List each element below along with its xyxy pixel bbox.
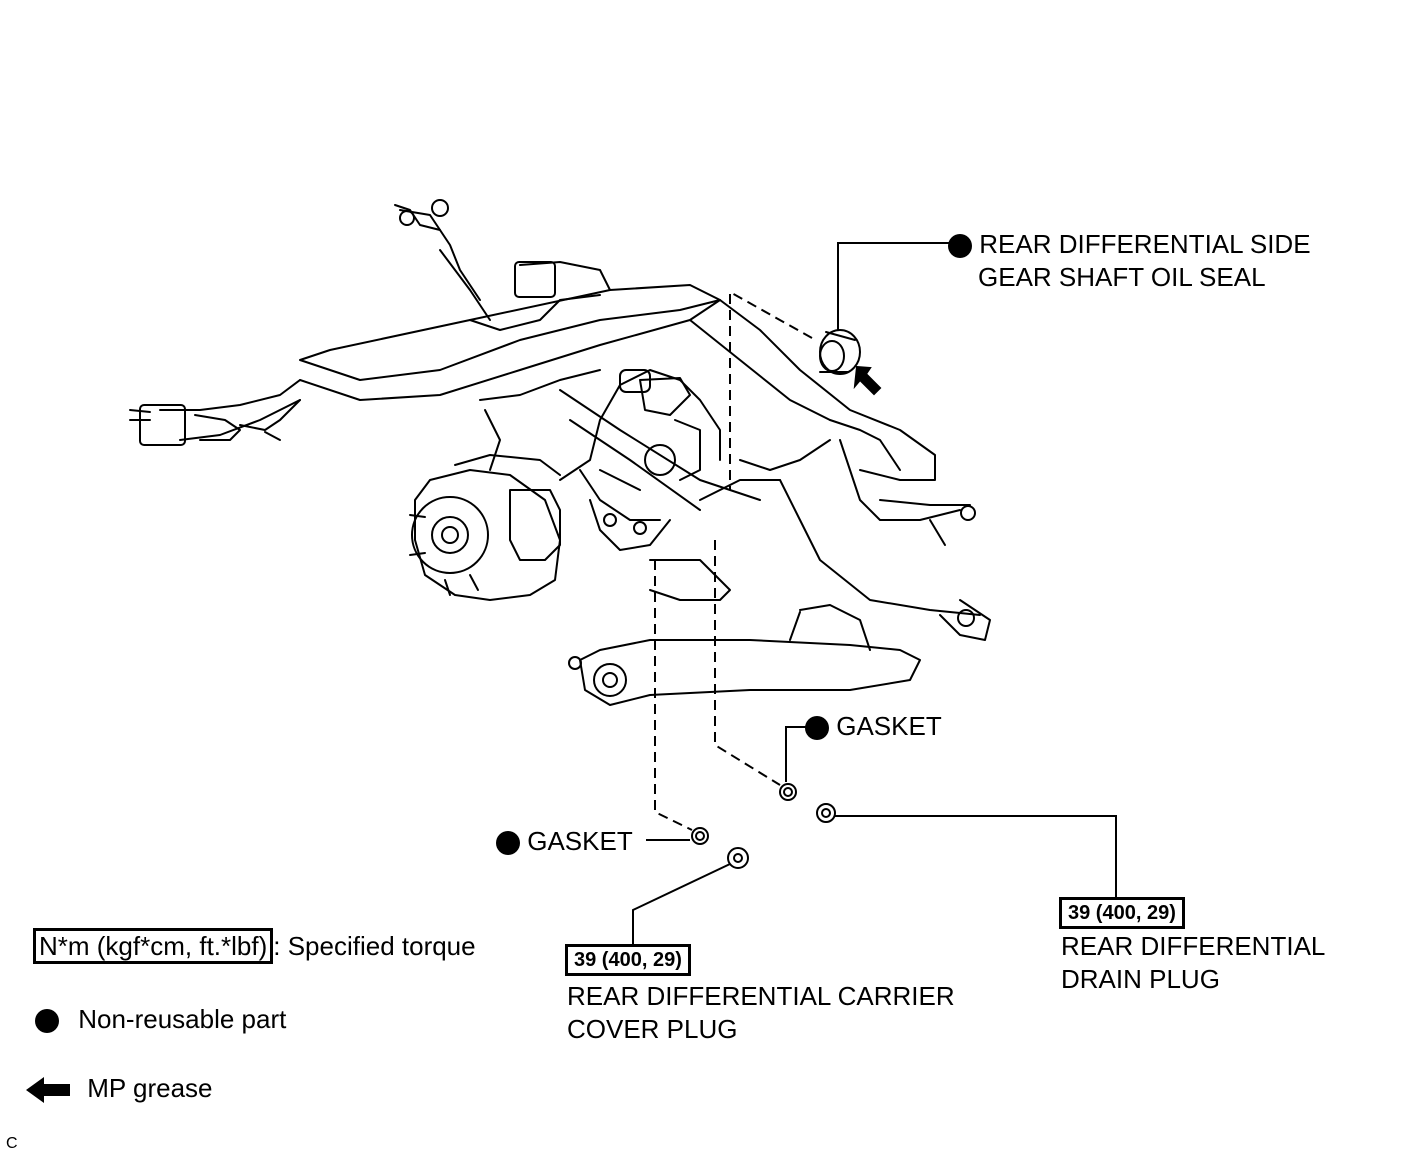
gasket-lower-label: GASKET [496,825,633,858]
non-reusable-icon [948,234,972,259]
oil-seal-label-line1: REAR DIFFERENTIAL SIDE [979,229,1311,259]
drain-plug-label: REAR DIFFERENTIAL DRAIN PLUG [1061,930,1325,996]
cover-plug-label-line2: COVER PLUG [567,1014,738,1044]
cover-plug-label: REAR DIFFERENTIAL CARRIER COVER PLUG [567,980,955,1046]
gasket-upper-text: GASKET [836,711,942,741]
legend-non-reusable-text: Non-reusable part [78,1004,287,1034]
legend-torque-box: N*m (kgf*cm, ft.*lbf) [33,928,274,964]
corner-mark: C [6,1135,18,1152]
drain-plug-label-line2: DRAIN PLUG [1061,964,1220,994]
gasket-upper-part [779,783,797,801]
legend-torque-desc: : Specified torque [273,931,476,961]
rear-subframe [129,199,991,706]
differential-carrier [409,369,721,601]
cover-plug-label-line1: REAR DIFFERENTIAL CARRIER [567,981,955,1011]
non-reusable-icon [805,716,829,741]
assembly-lines [654,290,813,831]
leader-lines [632,242,1117,944]
filled-circle-icon [35,1009,59,1034]
oil-seal-label: REAR DIFFERENTIAL SIDE GEAR SHAFT OIL SE… [948,228,1311,294]
legend-mp-grease: MP grease [24,1072,213,1105]
gasket-upper-label: GASKET [805,710,942,743]
oil-seal-label-line2: GEAR SHAFT OIL SEAL [978,262,1266,292]
gasket-lower-text: GASKET [527,826,633,856]
drain-plug-label-line1: REAR DIFFERENTIAL [1061,931,1326,961]
drain-plug-part [816,803,836,823]
drain-plug-torque-box: 39 (400, 29) [1059,897,1185,929]
cover-plug-part [727,847,749,869]
grease-arrow-icon [853,365,882,396]
left-arrow-icon [26,1077,70,1104]
side-gear-shaft-oil-seal [819,329,861,375]
non-reusable-icon [496,831,520,856]
legend-mp-grease-text: MP grease [87,1073,213,1103]
legend-non-reusable: Non-reusable part [35,1003,286,1036]
legend-torque: N*m (kgf*cm, ft.*lbf): Specified torque [33,928,476,964]
cover-plug-torque-box: 39 (400, 29) [565,944,691,976]
gasket-lower-part [691,827,709,845]
